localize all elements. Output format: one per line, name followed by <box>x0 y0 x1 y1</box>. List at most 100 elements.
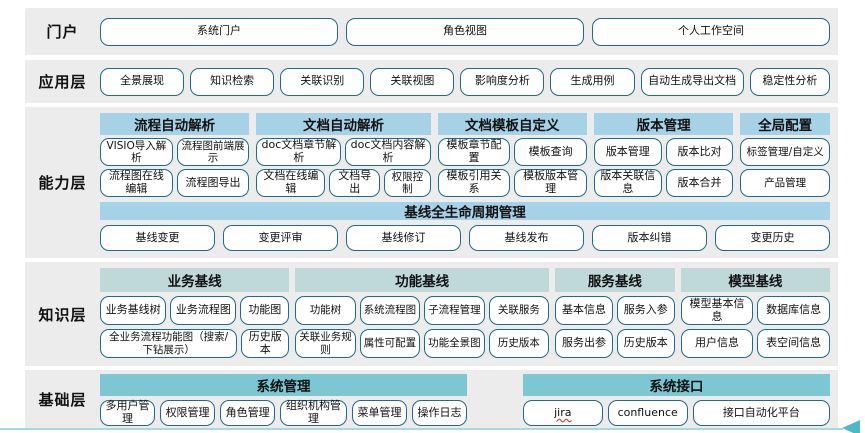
group-row: 服务出参历史版本 <box>555 329 675 358</box>
knowledge-item[interactable]: 系统流程图 <box>359 296 421 325</box>
group-row: 模板引用关系模板版本管理 <box>437 169 587 197</box>
baseline-item[interactable]: 基线变更 <box>100 225 215 251</box>
knowledge-item[interactable]: 关联业务规则 <box>295 329 356 358</box>
knowledge-item[interactable]: 业务流程图 <box>170 296 237 325</box>
capability-item[interactable]: 文档导出 <box>329 169 381 197</box>
knowledge-item[interactable]: 功能图 <box>240 296 290 325</box>
portal-item[interactable]: 角色视图 <box>346 17 584 46</box>
baseline-item[interactable]: 基线修订 <box>346 225 461 251</box>
capability-item[interactable]: 模板引用关系 <box>437 169 511 197</box>
knowledge-item[interactable]: 历史版本 <box>488 329 550 358</box>
knowledge-item[interactable]: 服务出参 <box>555 329 613 358</box>
application-item[interactable]: 关联视图 <box>370 67 455 96</box>
capability-item[interactable]: 权限控制 <box>384 169 431 197</box>
capability-groups: 流程自动解析 VISIO导入解析流程图前端展示 流程图在线编辑流程图导出 文档自… <box>100 113 830 197</box>
capability-item[interactable]: VISIO导入解析 <box>100 138 173 166</box>
knowledge-item[interactable]: 用户信息 <box>680 329 754 358</box>
knowledge-item[interactable]: 历史版本 <box>241 329 290 358</box>
capability-item[interactable]: 模板版本管理 <box>514 169 587 197</box>
application-item[interactable]: 全景展现 <box>100 67 185 96</box>
group-row: 模型基本信息数据库信息 <box>680 296 831 325</box>
capability-item[interactable]: 标签管理/自定义 <box>740 138 830 166</box>
capability-item[interactable]: doc文档内容解析 <box>345 138 431 166</box>
capability-item[interactable]: 模板章节配置 <box>437 138 511 166</box>
layer-label-capability: 能力层 <box>38 174 87 192</box>
foundation-item[interactable]: 组织机构管理 <box>280 400 347 426</box>
application-item[interactable]: 知识检索 <box>190 67 275 96</box>
knowledge-item[interactable]: 服务入参 <box>616 296 675 325</box>
foundation-item[interactable]: 菜单管理 <box>351 400 407 426</box>
portal-item[interactable]: 个人工作空间 <box>592 17 830 46</box>
group-header: 版本管理 <box>593 113 734 135</box>
knowledge-item[interactable]: 子流程管理 <box>424 296 485 325</box>
foundation-item[interactable]: 操作日志 <box>411 400 468 426</box>
capability-item[interactable]: 产品管理 <box>740 169 830 197</box>
capability-item[interactable]: 版本管理 <box>593 138 662 166</box>
foundation-groups: 系统管理 多用户管理权限管理角色管理组织机构管理菜单管理操作日志 系统接口 ji… <box>100 374 831 426</box>
group-row: 用户信息表空间信息 <box>680 329 831 358</box>
group-header: 业务基线 <box>100 268 290 292</box>
foundation-item[interactable]: 角色管理 <box>220 400 276 426</box>
layer-label-application: 应用层 <box>38 73 87 91</box>
foundation-group-system-mgmt: 系统管理 多用户管理权限管理角色管理组织机构管理菜单管理操作日志 <box>100 374 468 426</box>
capability-group-version-mgmt: 版本管理 版本管理版本比对 版本关联信息版本合并 <box>593 113 734 197</box>
group-row: VISIO导入解析流程图前端展示 <box>100 138 250 166</box>
layer-application: 应用层 全景展现知识检索关联识别关联视图影响度分析生成用例自动生成导出文档稳定性… <box>25 60 838 103</box>
baseline-item[interactable]: 基线发布 <box>469 225 584 251</box>
knowledge-item[interactable]: 功能树 <box>295 296 356 325</box>
group-header: 流程自动解析 <box>100 113 250 135</box>
group-row: 产品管理 <box>740 169 830 197</box>
knowledge-item[interactable]: 属性可配置 <box>359 329 421 358</box>
capability-item[interactable]: 版本关联信息 <box>593 169 662 197</box>
knowledge-groups: 业务基线 业务基线树业务流程图功能图 全业务流程功能图（搜索/下钻展示）历史版本… <box>100 268 831 358</box>
foundation-item[interactable]: confluence <box>607 400 688 426</box>
foundation-item[interactable]: 多用户管理 <box>100 400 156 426</box>
portal-item[interactable]: 系统门户 <box>100 17 338 46</box>
application-item[interactable]: 稳定性分析 <box>749 67 830 96</box>
group-row: 关联业务规则属性可配置功能全景图历史版本 <box>295 329 550 358</box>
application-item[interactable]: 影响度分析 <box>460 67 545 96</box>
group-header: 全局配置 <box>740 113 830 135</box>
knowledge-item[interactable]: 数据库信息 <box>757 296 831 325</box>
foundation-item[interactable]: jira <box>522 400 603 426</box>
foundation-item[interactable]: 接口自动化平台 <box>692 400 831 426</box>
knowledge-item[interactable]: 功能全景图 <box>424 329 485 358</box>
knowledge-group-model-baseline: 模型基线 模型基本信息数据库信息 用户信息表空间信息 <box>680 268 831 358</box>
knowledge-item[interactable]: 表空间信息 <box>757 329 831 358</box>
capability-item[interactable]: 文档在线编辑 <box>256 169 326 197</box>
capability-group-doc-template: 文档模板自定义 模板章节配置模板查询 模板引用关系模板版本管理 <box>437 113 587 197</box>
group-row: 全业务流程功能图（搜索/下钻展示）历史版本 <box>100 329 290 358</box>
capability-item[interactable]: 版本比对 <box>665 138 734 166</box>
group-header: 系统接口 <box>522 374 830 396</box>
knowledge-group-business-baseline: 业务基线 业务基线树业务流程图功能图 全业务流程功能图（搜索/下钻展示）历史版本 <box>100 268 290 358</box>
capability-item[interactable]: 模板查询 <box>514 138 587 166</box>
knowledge-item[interactable]: 业务基线树 <box>100 296 167 325</box>
baseline-item[interactable]: 变更评审 <box>223 225 338 251</box>
group-header: 文档模板自定义 <box>437 113 587 135</box>
foundation-item[interactable]: 权限管理 <box>160 400 216 426</box>
group-header: 文档自动解析 <box>256 113 431 135</box>
application-item[interactable]: 关联识别 <box>280 67 365 96</box>
group-row: 模板章节配置模板查询 <box>437 138 587 166</box>
capability-item[interactable]: 流程图前端展示 <box>176 138 250 166</box>
knowledge-item[interactable]: 全业务流程功能图（搜索/下钻展示） <box>100 329 238 358</box>
baseline-item[interactable]: 变更历史 <box>715 225 830 251</box>
capability-item[interactable]: 流程图导出 <box>176 169 250 197</box>
capability-item[interactable]: doc文档章节解析 <box>256 138 342 166</box>
knowledge-item[interactable]: 模型基本信息 <box>680 296 754 325</box>
layer-label-foundation: 基础层 <box>38 390 87 409</box>
application-item[interactable]: 自动生成导出文档 <box>640 67 744 96</box>
group-row: 标签管理/自定义 <box>740 138 830 166</box>
application-item[interactable]: 生成用例 <box>550 67 635 96</box>
baseline-item[interactable]: 版本纠错 <box>592 225 707 251</box>
knowledge-item[interactable]: 基本信息 <box>555 296 613 325</box>
group-row: 多用户管理权限管理角色管理组织机构管理菜单管理操作日志 <box>100 400 468 426</box>
corner-cut-decoration <box>0 0 32 44</box>
capability-item[interactable]: 版本合并 <box>665 169 734 197</box>
knowledge-item[interactable]: 关联服务 <box>488 296 550 325</box>
knowledge-item[interactable]: 历史版本 <box>616 329 675 358</box>
capability-item[interactable]: 流程图在线编辑 <box>100 169 173 197</box>
